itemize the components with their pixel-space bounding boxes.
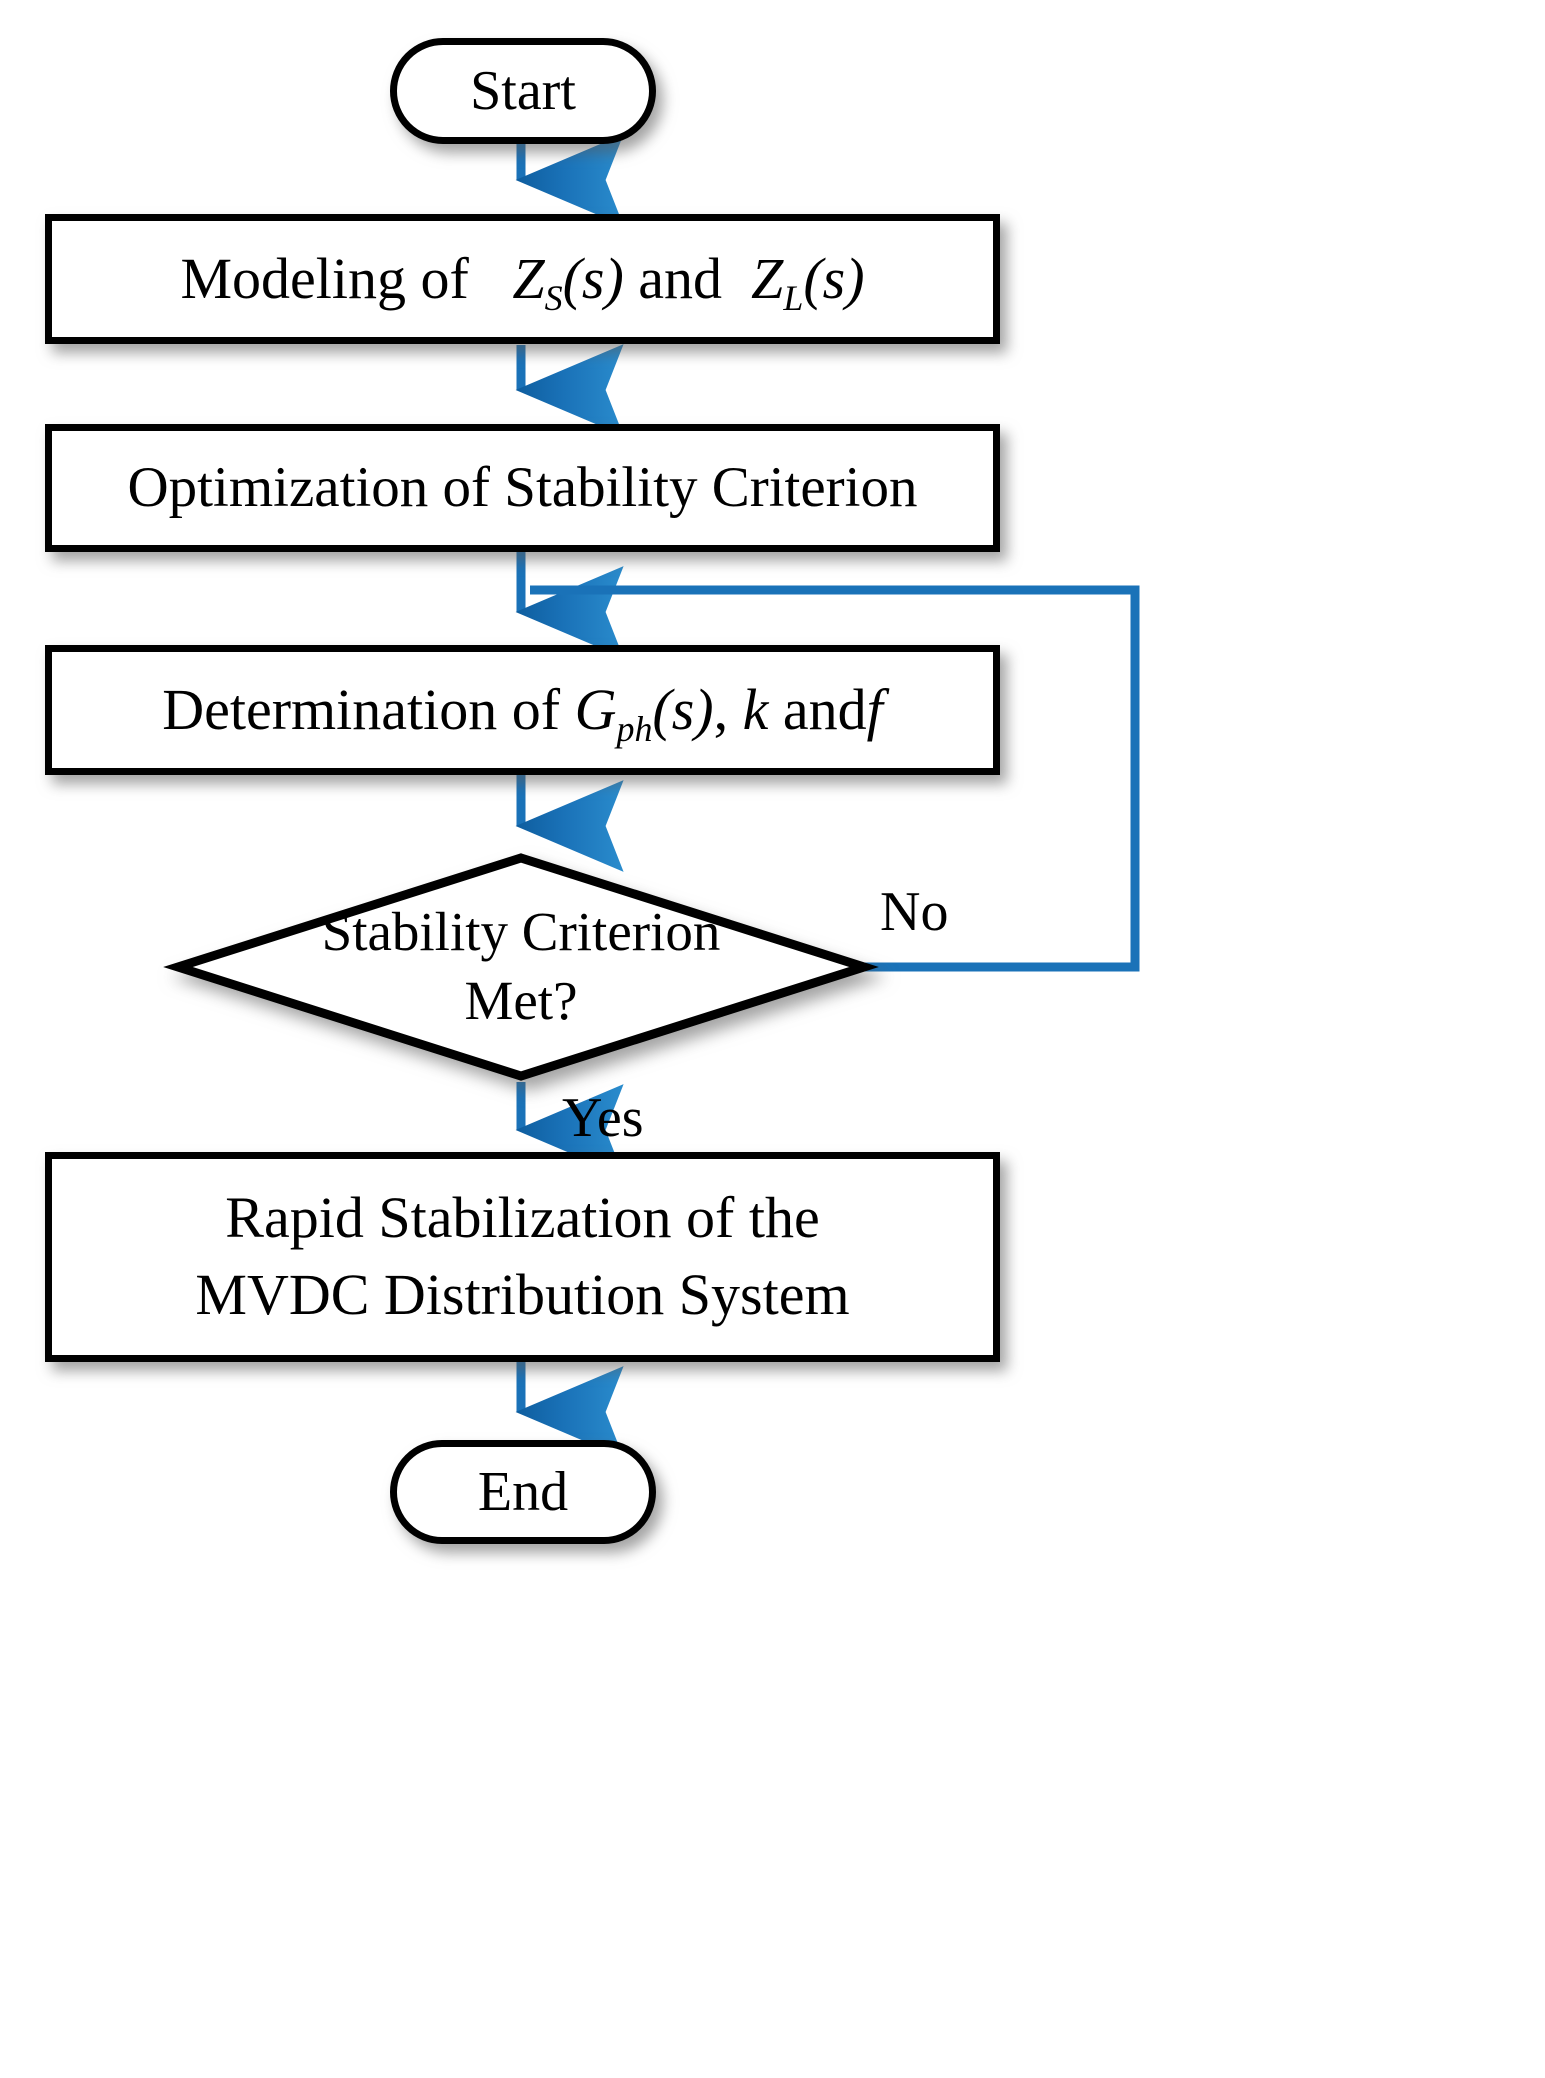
- edge-label-no: No: [880, 881, 949, 943]
- node-modeling-and: and: [638, 245, 723, 311]
- math-zl: Z: [751, 245, 784, 311]
- node-optimization-label: Optimization of Stability Criterion: [127, 456, 918, 520]
- edge-no-feedback-loop: [530, 585, 1140, 972]
- node-rapid-line1: Rapid Stabilization of the: [225, 1185, 820, 1251]
- math-k: k: [742, 676, 769, 742]
- node-decision-label: Stability Criterion Met?: [173, 853, 869, 1081]
- math-zs: Z: [512, 245, 545, 311]
- edge-label-yes: Yes: [562, 1087, 644, 1149]
- math-zl-arg: (s): [803, 245, 865, 311]
- node-determination-and: and: [782, 676, 867, 742]
- decision-diamond-shape: [163, 853, 879, 1081]
- node-start[interactable]: Start: [390, 38, 656, 144]
- node-decision-line2: Met?: [464, 970, 578, 1031]
- node-determination-label: Determination of Gph(s), k andf: [152, 676, 893, 747]
- math-zs-arg: (s): [562, 245, 624, 311]
- node-decision-line1: Stability Criterion: [321, 901, 721, 963]
- node-determination-prefix: Determination of: [162, 676, 561, 742]
- node-end[interactable]: End: [390, 1440, 656, 1544]
- node-start-label: Start: [470, 59, 576, 122]
- math-gph-sub: ph: [616, 708, 653, 749]
- node-decision[interactable]: Stability Criterion Met?: [163, 853, 879, 1081]
- node-rapid-stabilization-label: Rapid Stabilization of the MVDC Distribu…: [185, 1180, 859, 1333]
- math-gph: G: [574, 676, 617, 742]
- math-zl-sub: L: [783, 277, 804, 318]
- node-modeling[interactable]: Modeling of ZS(s) and ZL(s): [45, 214, 1000, 344]
- math-gph-arg: (s): [652, 676, 714, 742]
- math-zs-sub: S: [544, 277, 563, 318]
- node-determination[interactable]: Determination of Gph(s), k andf: [45, 645, 1000, 775]
- node-rapid-stabilization[interactable]: Rapid Stabilization of the MVDC Distribu…: [45, 1152, 1000, 1362]
- node-rapid-line2: MVDC Distribution System: [195, 1262, 850, 1327]
- node-optimization[interactable]: Optimization of Stability Criterion: [45, 424, 1000, 552]
- math-f: f: [866, 676, 883, 742]
- node-modeling-label: Modeling of ZS(s) and ZL(s): [170, 245, 874, 316]
- node-modeling-prefix: Modeling of: [180, 245, 469, 311]
- node-end-label: End: [477, 1460, 569, 1523]
- math-comma: ,: [713, 676, 729, 742]
